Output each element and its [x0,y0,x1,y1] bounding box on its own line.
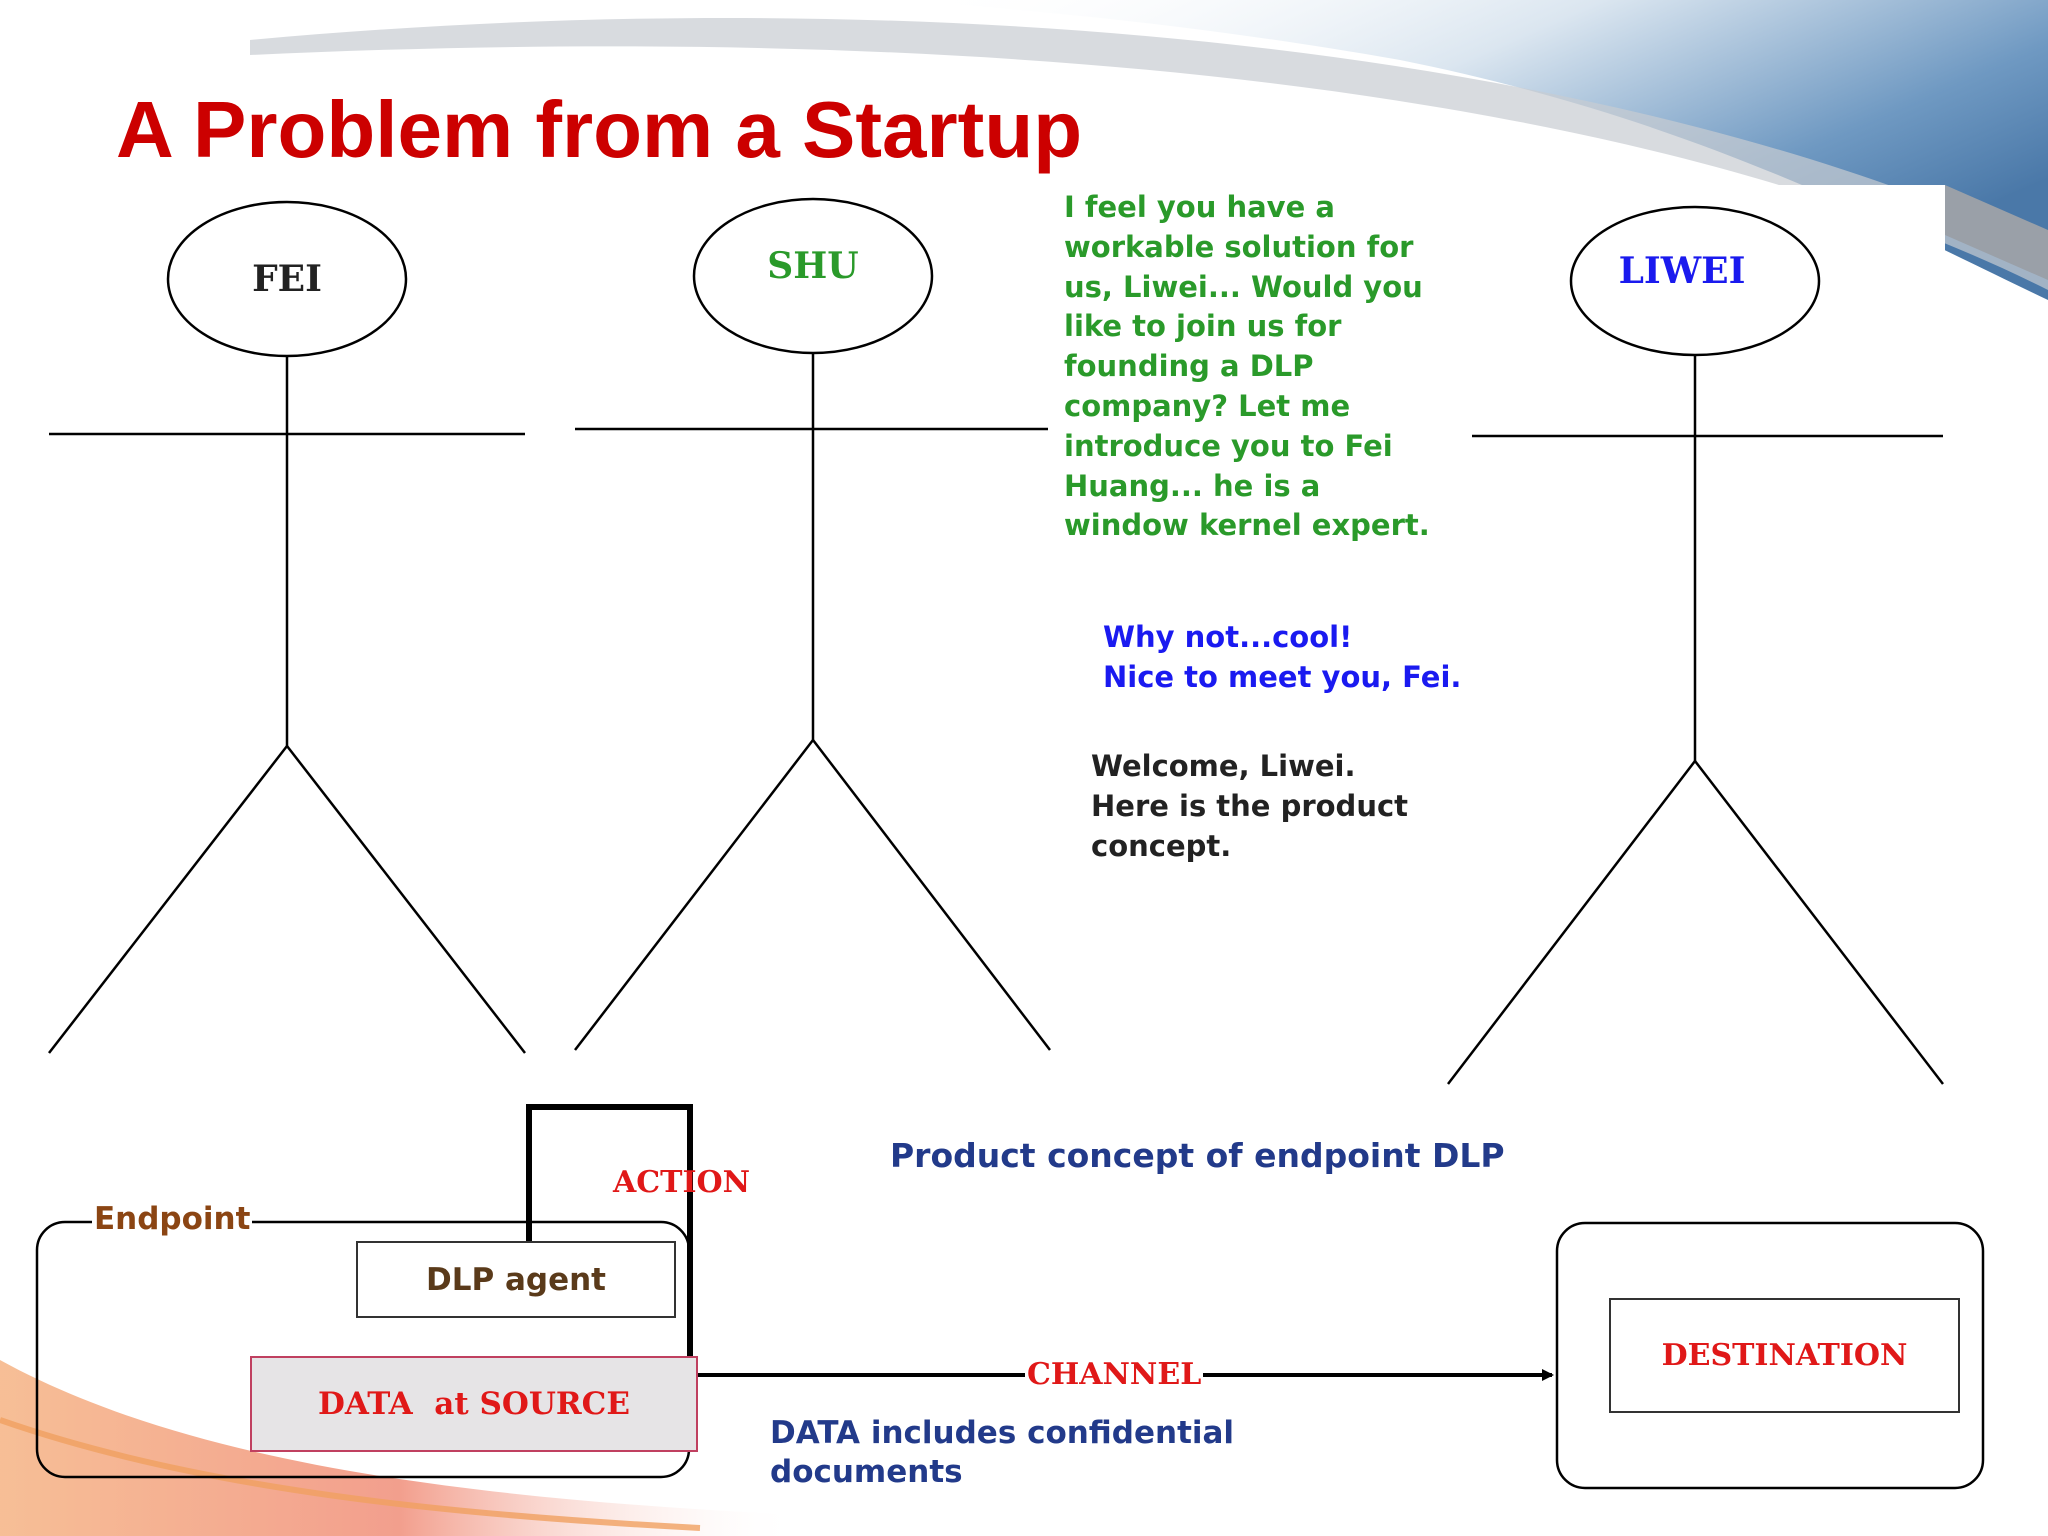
stick-figure-liwei [1447,205,1944,1085]
data-source-box: DATA at SOURCE [250,1356,698,1452]
destination-box: DESTINATION [1609,1298,1960,1413]
data-source-label: DATA at SOURCE [318,1386,630,1422]
channel-label: CHANNEL [1025,1357,1204,1392]
concept-caption: Product concept of endpoint DLP [890,1136,1505,1175]
shu-name-label: SHU [767,245,859,287]
red-swoosh [0,1360,800,1536]
grey-swoosh-band [250,17,2048,290]
stick-figure-fei [48,200,526,1054]
dlp-agent-label: DLP agent [425,1261,607,1298]
destination-container [1555,1221,1985,1490]
action-label: ACTION [613,1165,751,1200]
fei-name-label: FEI [252,258,322,300]
liwei-speech: Why not...cool! Nice to meet you, Fei. [1103,620,1462,694]
stick-figure-shu [574,197,1051,1051]
shu-left-leg [574,739,814,1051]
data-note: DATA includes confidential documents [770,1415,1235,1490]
orange-swoosh-line [0,1417,701,1531]
liwei-name-label: LIWEI [1618,250,1746,292]
destination-label: DESTINATION [1661,1338,1908,1373]
sky-swoosh [900,0,2048,300]
action-arrow [526,1104,696,1372]
shu-right-leg [812,739,1051,1051]
slide-title: A Problem from a Startup [116,85,1083,174]
endpoint-label: Endpoint [92,1201,253,1237]
dlp-agent-box: DLP agent [356,1241,676,1318]
shu-speech: I feel you have a workable solution for … [1064,190,1430,543]
fei-right-leg [286,745,526,1054]
liwei-right-leg [1694,760,1944,1085]
fei-left-leg [48,745,288,1054]
liwei-left-leg [1447,760,1696,1085]
grey-edge-band [1945,185,2048,280]
fei-speech: Welcome, Liwei. Here is the product conc… [1091,749,1409,863]
